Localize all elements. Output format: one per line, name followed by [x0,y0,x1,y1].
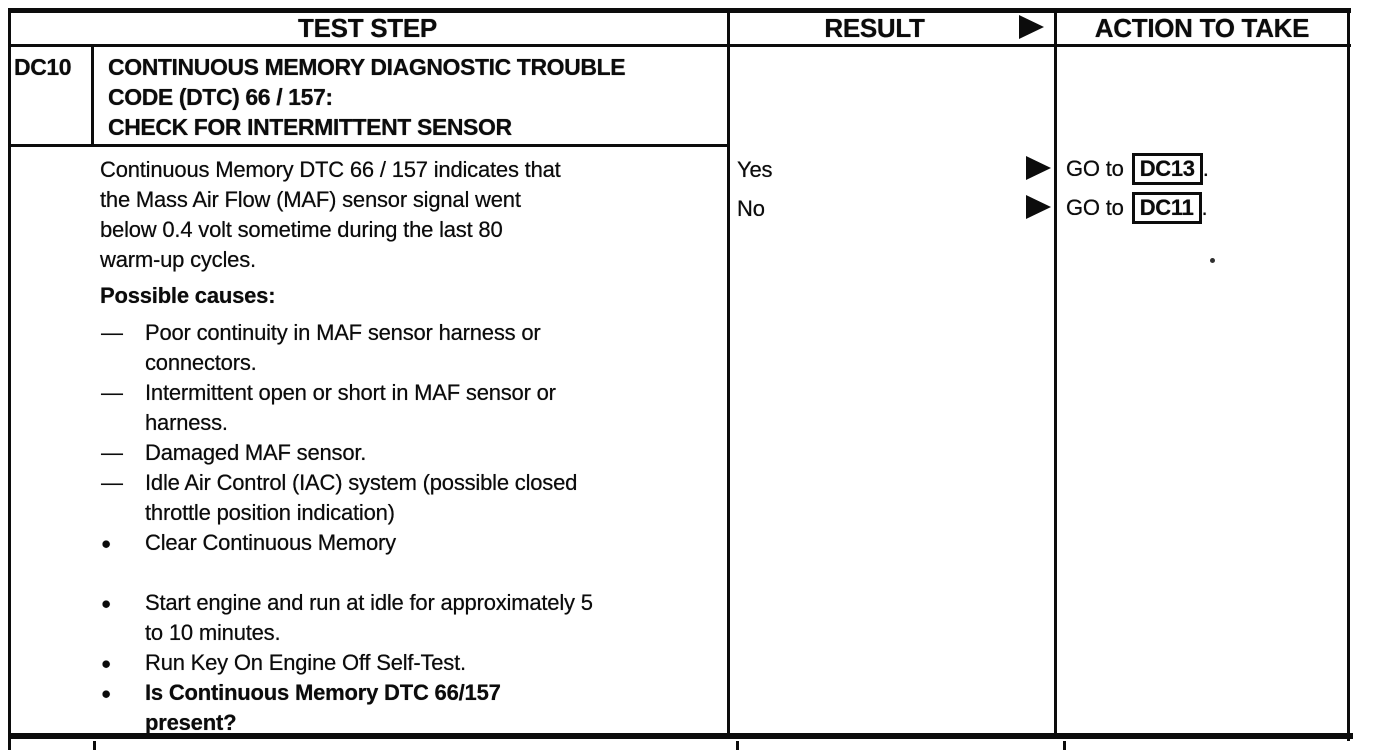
action-step-item: ● Run Key On Engine Off Self-Test. [100,648,725,678]
result-label-yes: Yes [737,157,773,182]
column-divider-result [727,8,730,738]
next-row-divider-stub-3 [1063,741,1066,750]
dash-bullet-icon: — [101,380,123,405]
action-suffix: . [1201,195,1208,220]
column-header-result: RESULT [824,13,925,43]
step-reference-box: DC11 [1131,192,1202,224]
action-step-line: present? [145,710,237,735]
action-row-no: GO to DC11 . [1066,192,1208,224]
cause-item: — Poor continuity in MAF sensor harness … [100,318,725,378]
cause-line: connectors. [145,350,257,375]
intro-line: Continuous Memory DTC 66 / 157 indicates… [100,157,561,182]
round-bullet-icon: ● [101,684,112,703]
cause-line: Intermittent open or short in MAF sensor… [145,380,556,405]
step-title-line: CONTINUOUS MEMORY DIAGNOSTIC TROUBLE [108,54,626,80]
cause-item: — Intermittent open or short in MAF sens… [100,378,725,438]
cause-and-step-list: — Poor continuity in MAF sensor harness … [100,318,725,738]
column-divider-action [1054,8,1057,738]
step-reference-box: DC13 [1131,153,1203,185]
table-border-top [8,8,1351,13]
intro-line: the Mass Air Flow (MAF) sensor signal we… [100,187,521,212]
step-id-divider [91,47,94,147]
action-step-line: Is Continuous Memory DTC 66/157 [145,680,501,705]
intro-line: below 0.4 volt sometime during the last … [100,217,503,242]
action-step-line: Clear Continuous Memory [145,530,396,555]
dash-bullet-icon: — [101,320,123,345]
header-separator [8,44,1351,47]
cause-line: harness. [145,410,228,435]
round-bullet-icon: ● [101,594,112,613]
title-separator [8,144,730,147]
action-step-item: ● Start engine and run at idle for appro… [100,588,725,648]
table-border-bottom [8,733,1353,739]
next-row-divider-stub-1 [93,741,96,750]
table-border-right [1347,8,1350,741]
action-prefix: GO to [1066,195,1124,220]
cause-item: — Damaged MAF sensor. [100,438,725,468]
step-id: DC10 [14,54,72,80]
action-step-line: Run Key On Engine Off Self-Test. [145,650,466,675]
result-header-arrow-icon [1019,15,1044,39]
step-title-line: CODE (DTC) 66 / 157: [108,84,333,110]
dash-bullet-icon: — [101,440,123,465]
action-step-question-item: ● Is Continuous Memory DTC 66/157 presen… [100,678,725,738]
result-label-no: No [737,196,765,221]
result-arrow-icon [1026,195,1051,219]
possible-causes-label: Possible causes: [100,283,276,308]
action-step-line: to 10 minutes. [145,620,281,645]
result-arrow-icon [1026,156,1051,180]
cause-line: Damaged MAF sensor. [145,440,367,465]
round-bullet-icon: ● [101,534,112,553]
table-border-left [8,8,11,750]
action-step-item: ● Clear Continuous Memory [100,528,725,558]
action-row-yes: GO to DC13 . [1066,153,1209,185]
round-bullet-icon: ● [101,654,112,673]
step-title-line: CHECK FOR INTERMITTENT SENSOR [108,114,512,140]
column-header-action: ACTION TO TAKE [1094,13,1310,43]
next-row-divider-stub-2 [736,741,739,750]
intro-line: warm-up cycles. [100,247,256,272]
action-step-line: Start engine and run at idle for approxi… [145,590,593,615]
cause-line: throttle position indication) [145,500,395,525]
action-prefix: GO to [1066,156,1124,181]
cause-line: Idle Air Control (IAC) system (possible … [145,470,578,495]
cause-line: Poor continuity in MAF sensor harness or [145,320,541,345]
action-suffix: . [1202,156,1209,181]
cause-item: — Idle Air Control (IAC) system (possibl… [100,468,725,528]
dash-bullet-icon: — [101,470,123,495]
scan-artifact-dot [1210,258,1215,263]
column-header-test-step: TEST STEP [298,13,437,43]
